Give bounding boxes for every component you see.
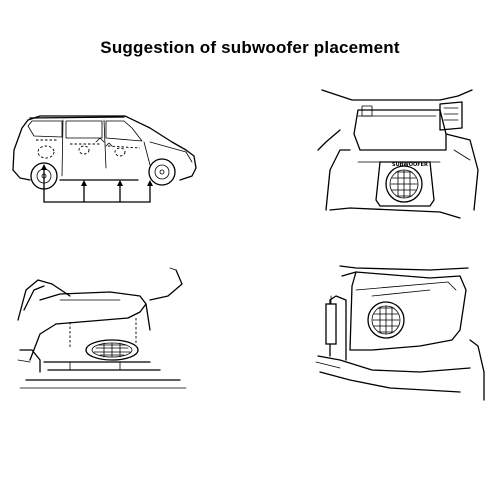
trunk-grille bbox=[372, 305, 400, 335]
under-seat-illustration bbox=[17, 267, 187, 389]
subwoofer-label: SUBWOOFER bbox=[392, 162, 428, 168]
van-illustration bbox=[12, 115, 197, 203]
footwell-illustration: SUBWOOFER bbox=[317, 89, 479, 219]
diagram-title: Suggestion of subwoofer placement bbox=[100, 38, 400, 57]
trunk-illustration bbox=[315, 265, 485, 401]
under-seat-grille bbox=[93, 342, 131, 358]
speaker-grille bbox=[390, 169, 418, 199]
